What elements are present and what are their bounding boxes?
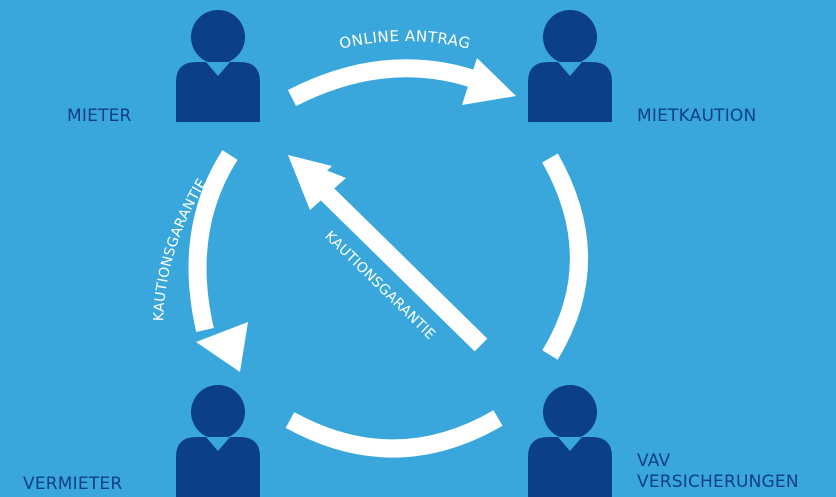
node-label-vav-line2: VERSICHERUNGEN — [637, 472, 799, 492]
node-label-mieter: MIETER — [67, 106, 132, 126]
person-icon — [176, 385, 260, 497]
label-online-antrag: ONLINE ANTRAG — [338, 27, 473, 53]
arc-bottom — [285, 410, 503, 458]
person-icon — [528, 385, 612, 497]
node-label-vav: VAV VERSICHERUNGEN — [637, 451, 799, 493]
arrow-online-antrag — [287, 58, 516, 107]
person-icon — [176, 10, 260, 122]
arrow-kautionsgarantie-diagonal — [288, 155, 488, 352]
node-label-vav-line1: VAV — [637, 451, 671, 471]
node-label-vermieter: VERMIETER — [23, 474, 123, 494]
person-icon — [528, 10, 612, 122]
arrow-kautionsgarantie-left — [188, 150, 248, 372]
arc-right — [542, 153, 588, 360]
node-label-mietkaution: MIETKAUTION — [637, 106, 757, 126]
